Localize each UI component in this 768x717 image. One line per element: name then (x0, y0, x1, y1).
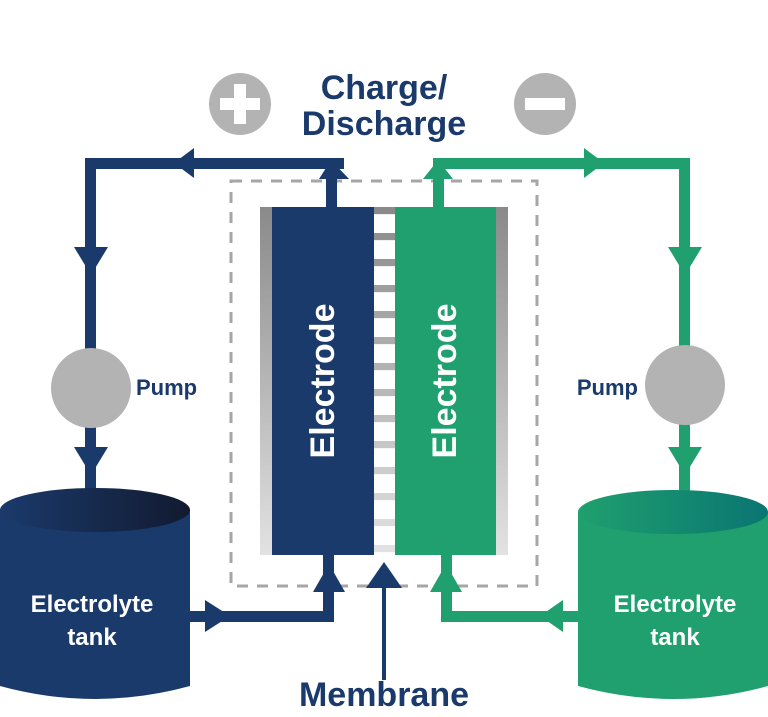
arrow-down-icon (668, 247, 702, 275)
membrane-pointer-arrow (366, 562, 402, 680)
left-electrolyte-tank (0, 488, 190, 699)
arrow-right-icon (205, 600, 230, 632)
membrane-stripe (374, 441, 395, 449)
membrane-stripe (374, 389, 395, 397)
arrow-up-icon (313, 564, 345, 592)
minus-icon (514, 73, 576, 135)
membrane-stripe (374, 467, 395, 475)
right-flow-arrows (423, 148, 702, 632)
right-current-collector (496, 207, 508, 555)
right-electrode (395, 207, 496, 555)
arrow-up-icon (319, 160, 349, 179)
arrow-down-icon (74, 447, 108, 475)
right-electrode-label: Electrode (426, 304, 464, 459)
membrane-stripe (374, 545, 395, 553)
membrane-stripe (374, 363, 395, 371)
membrane-stripe (374, 519, 395, 527)
arrow-left-icon (174, 148, 194, 178)
membrane-stripe (374, 415, 395, 423)
left-current-collector (260, 207, 272, 555)
left-electrode (272, 207, 374, 555)
membrane-stripe (374, 311, 395, 319)
arrow-down-icon (668, 447, 702, 475)
left-electrode-label: Electrode (304, 304, 342, 459)
right-pump-label: Pump (577, 375, 638, 400)
right-pump (645, 345, 725, 425)
membrane (374, 207, 395, 555)
arrow-up-icon (430, 564, 462, 592)
left-flow-arrows (74, 148, 349, 632)
left-pump-label: Pump (136, 375, 197, 400)
right-tank-label-line2: tank (650, 624, 700, 651)
arrow-down-icon (74, 247, 108, 275)
membrane-stripe (374, 337, 395, 345)
arrow-right-icon (584, 148, 604, 178)
arrow-left-icon (540, 600, 563, 632)
title-line1: Charge/ (321, 69, 448, 107)
plus-icon (209, 73, 271, 135)
membrane-stripe (374, 493, 395, 501)
membrane-stripe (374, 233, 395, 241)
right-electrolyte-tank (578, 490, 768, 699)
title-line2: Discharge (302, 105, 466, 143)
arrow-up-icon (423, 160, 453, 179)
left-tank-label-line1: Electrolyte (31, 591, 154, 618)
membrane-label: Membrane (299, 676, 469, 714)
membrane-stripe (374, 285, 395, 293)
left-pump (51, 348, 131, 428)
membrane-stripe (374, 207, 395, 215)
left-tank-label-line2: tank (67, 624, 117, 651)
membrane-stripe (374, 259, 395, 267)
arrow-up-icon (366, 562, 402, 588)
right-tank-label-line1: Electrolyte (614, 591, 737, 618)
